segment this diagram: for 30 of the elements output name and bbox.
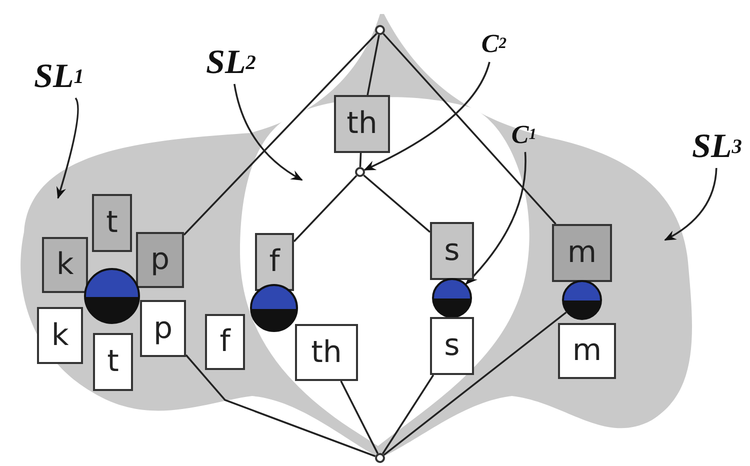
lattice-line — [363, 174, 431, 233]
callout-arrow — [465, 152, 526, 285]
lattice-line — [340, 380, 379, 454]
lattice-line — [382, 33, 556, 225]
object-label: th — [295, 324, 358, 381]
attribute-label: p — [136, 232, 184, 288]
lattice-line — [293, 175, 358, 242]
lattice-line — [185, 354, 376, 458]
lattice-line — [383, 312, 567, 456]
callout-arrow — [364, 62, 490, 171]
callout-arrow — [234, 84, 303, 181]
object-label: t — [93, 333, 133, 391]
attribute-label: th — [334, 95, 390, 153]
callout-arrow — [664, 168, 718, 241]
lattice-line — [359, 152, 362, 168]
object-label: f — [205, 314, 245, 370]
attribute-label: m — [552, 224, 612, 282]
callout-arrow — [56, 98, 79, 199]
lattice-line — [366, 34, 380, 96]
object-label: m — [558, 323, 616, 379]
attribute-label: s — [430, 222, 474, 280]
attribute-label: f — [255, 233, 294, 291]
object-label: p — [140, 300, 186, 357]
node-dot — [375, 453, 385, 463]
lattice-line — [183, 33, 378, 236]
attribute-label: k — [42, 237, 88, 293]
lattice-line — [382, 374, 434, 454]
object-label: s — [430, 317, 474, 375]
object-label: k — [37, 307, 83, 364]
attribute-label: t — [92, 194, 132, 252]
